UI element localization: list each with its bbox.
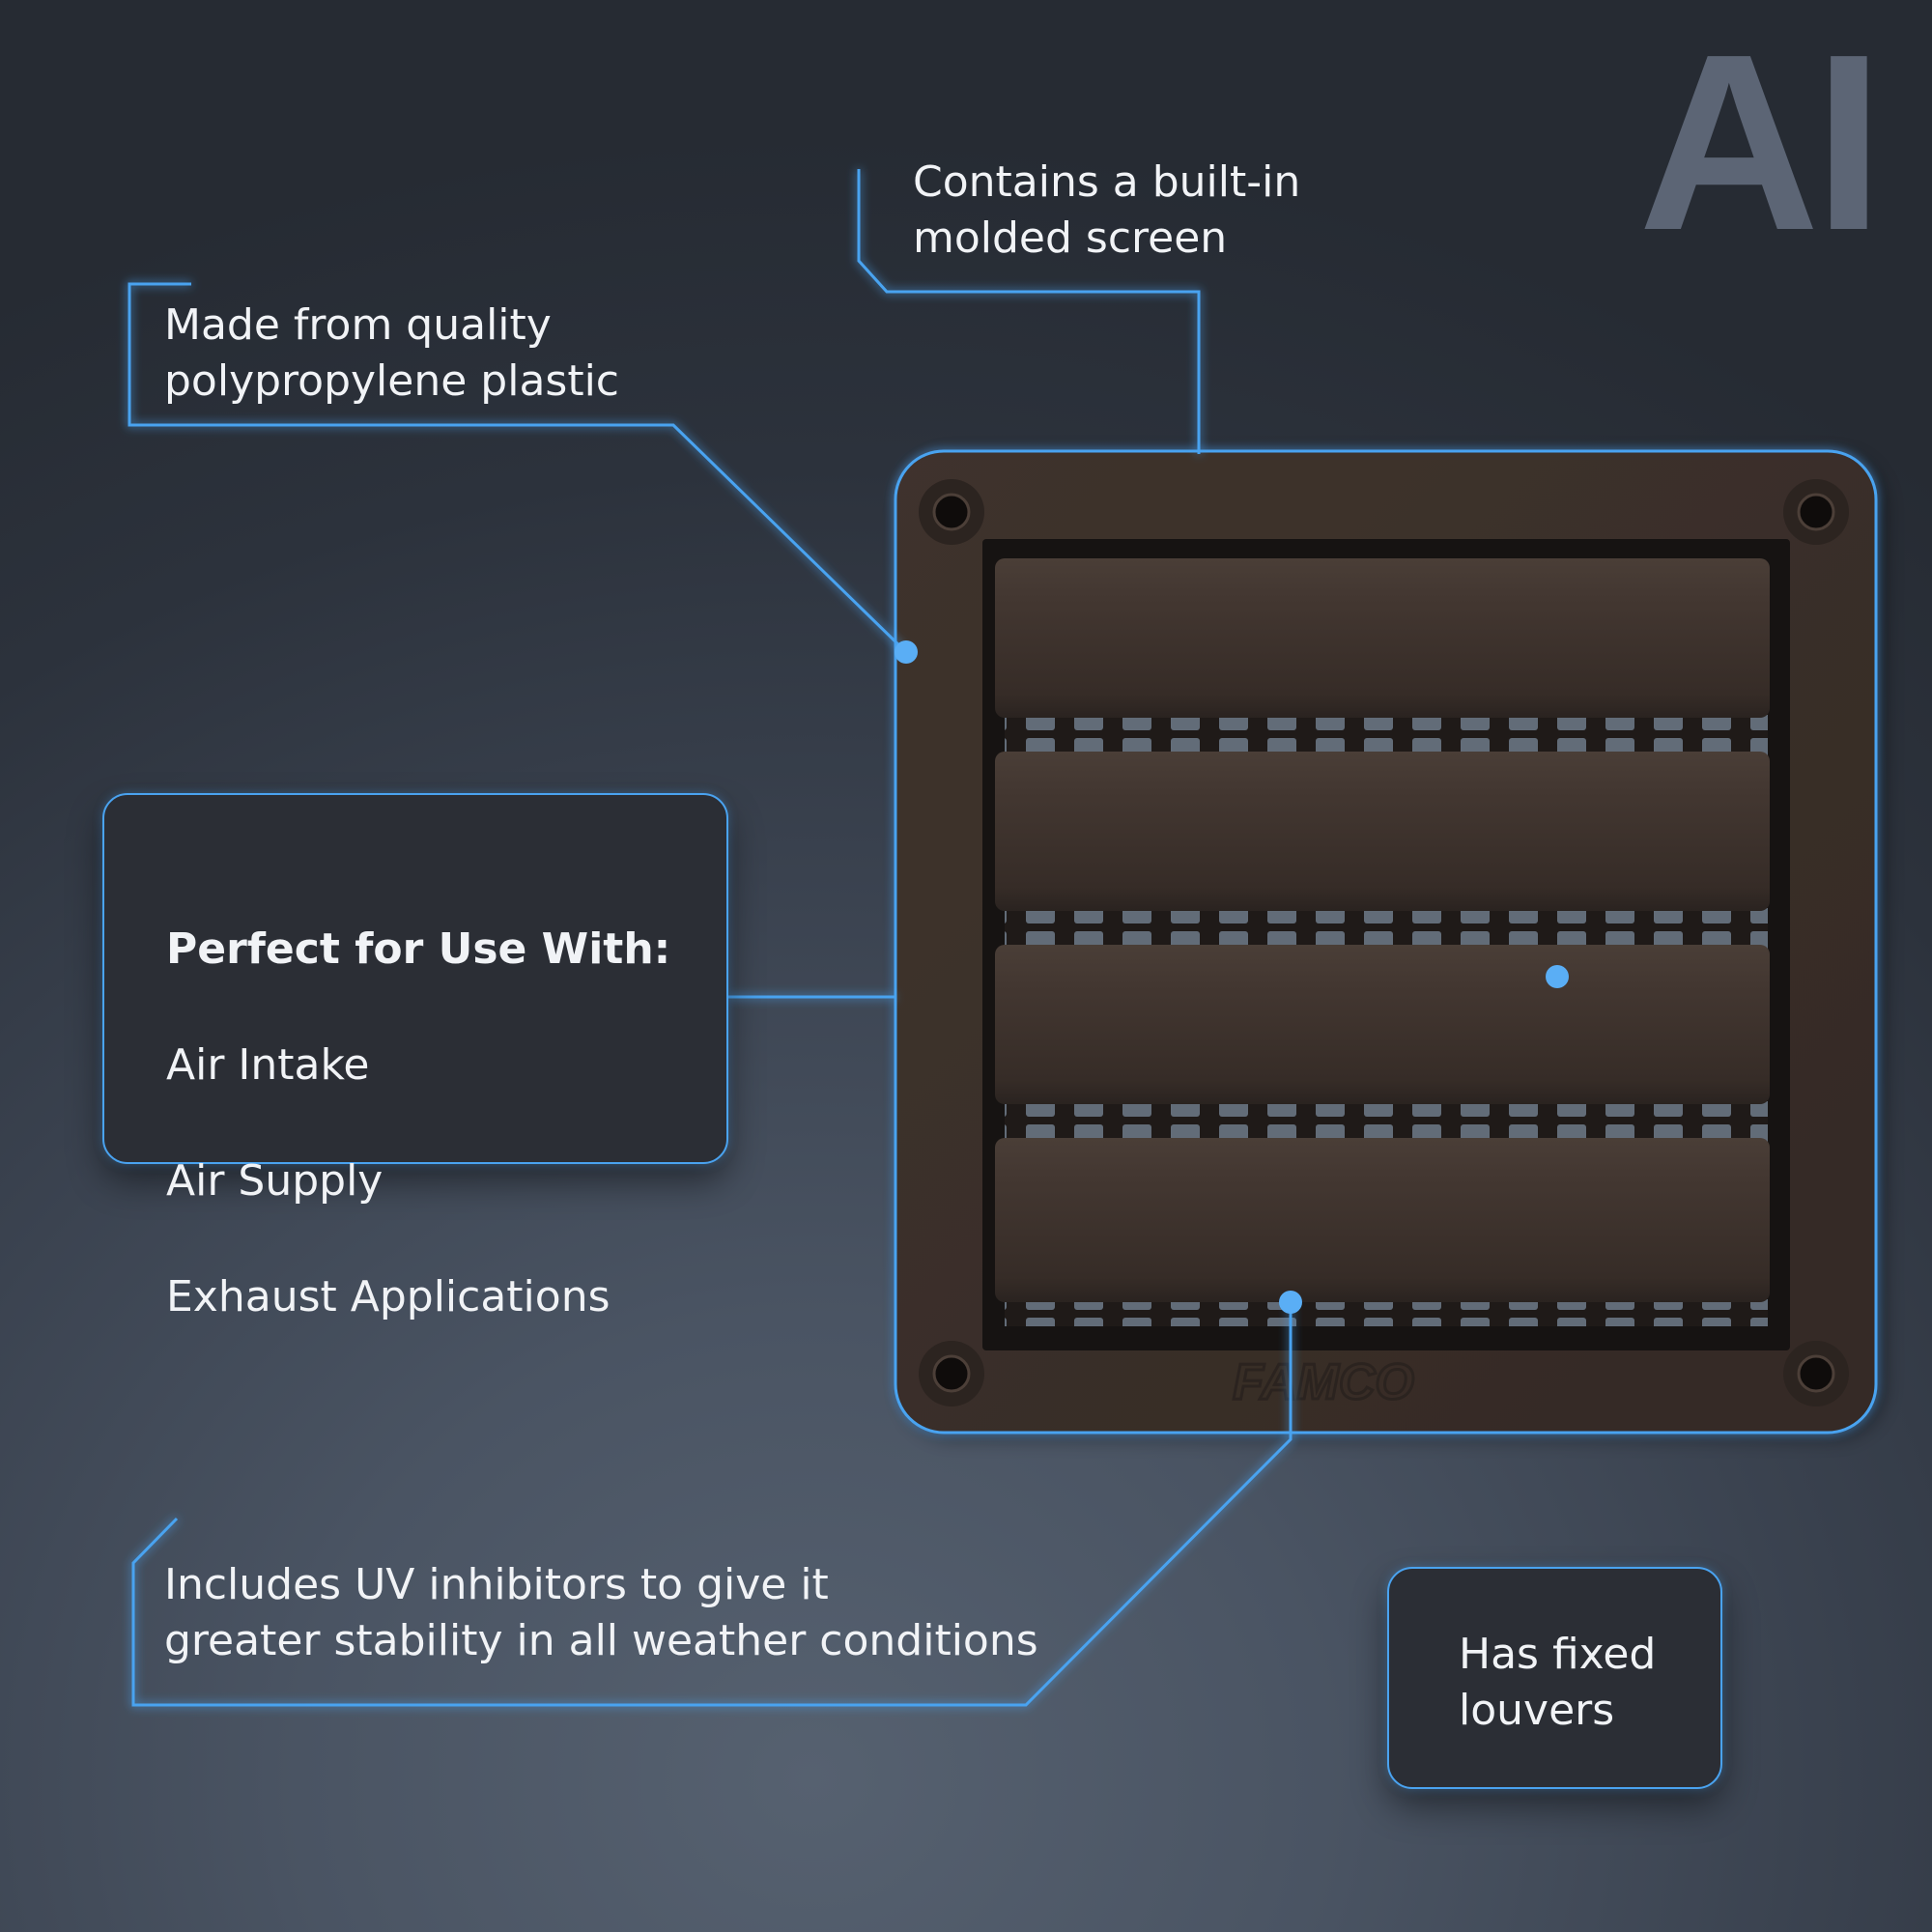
callout-louvers-text: Has fixed louvers: [1459, 1630, 1657, 1735]
connector-screen: [857, 169, 1201, 454]
callout-dot-louvers: [1546, 965, 1569, 988]
screw-hole-top-right: [1783, 479, 1849, 545]
uses-box: Perfect for Use With: Air Intake Air Sup…: [102, 793, 728, 1321]
callout-material-text: Made from quality polypropylene plastic: [164, 300, 620, 406]
callout-dot-material: [895, 640, 918, 664]
louvers-box: Has fixed louvers: [1387, 1567, 1722, 1789]
callout-uv-text: Includes UV inhibitors to give it greate…: [164, 1560, 1038, 1665]
screw-hole-bottom-right: [1783, 1341, 1849, 1406]
louver-3: [995, 945, 1770, 1104]
uses-item-exhaust: Exhaust Applications: [166, 1272, 611, 1321]
uses-title: Perfect for Use With:: [166, 924, 671, 974]
screen-slots-row-2: [1005, 908, 1768, 949]
uses-item-air-intake: Air Intake: [166, 1040, 370, 1090]
ai-logo: AI: [1638, 3, 1884, 283]
screen-slots-row-1: [1005, 715, 1768, 755]
screw-hole-top-left: [919, 479, 984, 545]
callout-screen-text: Contains a built-in molded screen: [913, 157, 1301, 263]
louver-1: [995, 558, 1770, 718]
connector-dots: [895, 640, 1569, 1314]
callout-dot-uv: [1279, 1291, 1302, 1314]
connector-uv: [131, 1304, 1293, 1707]
screen-slots-row-4: [1005, 1299, 1768, 1326]
vent-product: FAMCO: [894, 449, 1884, 1437]
louver-2: [995, 752, 1770, 911]
uses-item-air-supply: Air Supply: [166, 1156, 384, 1206]
louver-4: [995, 1138, 1770, 1302]
uses-list: Perfect for Use With: Air Intake Air Sup…: [166, 863, 670, 1384]
connector-lines: [128, 169, 1293, 1707]
screw-hole-bottom-left: [919, 1341, 984, 1406]
brand-mark: FAMCO: [1233, 1354, 1414, 1410]
connector-material: [128, 282, 908, 654]
screen-slots-row-3: [1005, 1101, 1768, 1142]
